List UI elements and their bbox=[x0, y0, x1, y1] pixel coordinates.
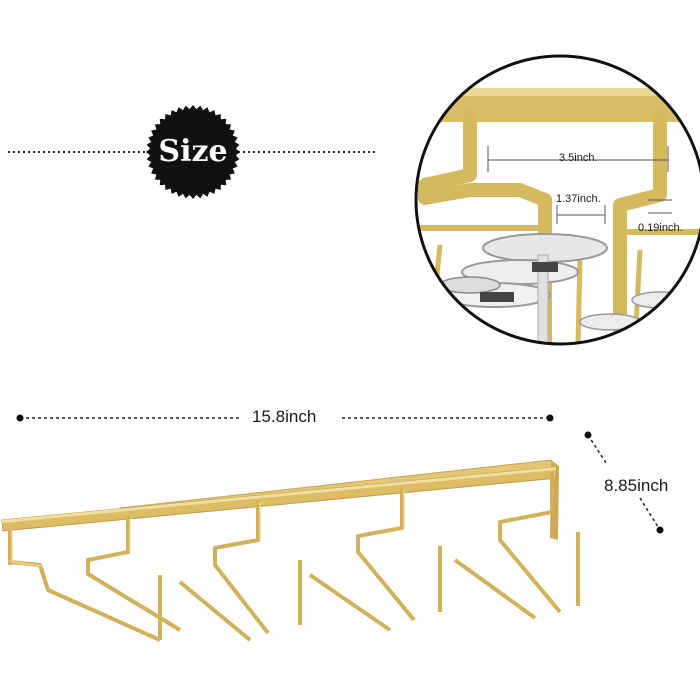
length-dimension-line bbox=[16, 414, 554, 422]
length-label: 15.8inch bbox=[252, 407, 317, 426]
depth-label: 8.85inch bbox=[604, 476, 669, 495]
bar-thickness-dimension bbox=[648, 199, 672, 214]
slot-width-dimension bbox=[487, 146, 669, 172]
slot-width-label: 3.5inch. bbox=[559, 152, 598, 164]
bar-thickness-label: 0.19inch. bbox=[638, 222, 683, 234]
size-badge bbox=[146, 105, 240, 199]
wine-glass-rack bbox=[1, 459, 580, 642]
size-badge-label: Size bbox=[158, 134, 228, 169]
slot-gap-dimension bbox=[556, 205, 606, 224]
depth-dimension-line bbox=[584, 431, 664, 534]
zoom-detail bbox=[414, 54, 700, 346]
wine-glass-icon bbox=[439, 233, 689, 344]
slot-gap-label: 1.37inch. bbox=[556, 193, 601, 205]
